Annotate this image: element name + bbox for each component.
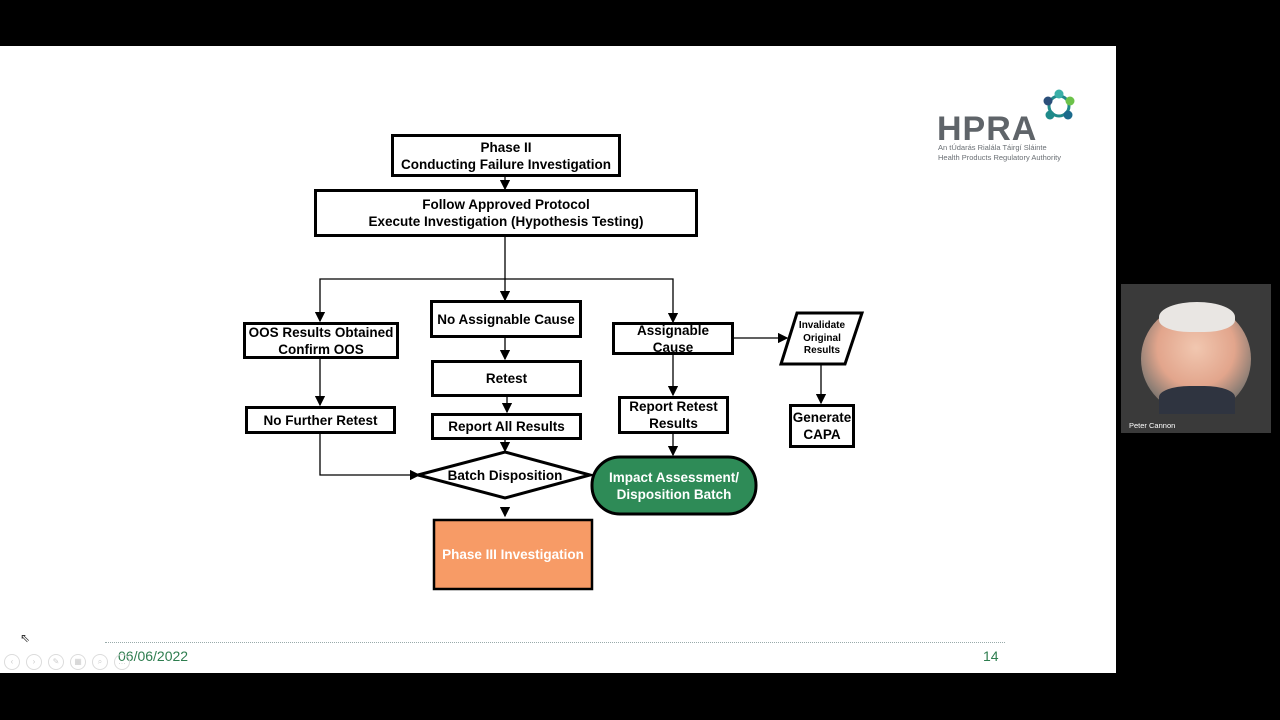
no-further-retest-box: No Further Retest [245,406,396,434]
invalidate-parallelogram [778,311,865,366]
mouse-pointer-icon: ⇖ [20,631,31,645]
flowchart-connectors [314,176,865,591]
batch-disposition-diamond [412,450,596,500]
phase2-box: Phase II Conducting Failure Investigatio… [391,134,621,177]
hpra-wordmark: HPRA [937,110,1038,148]
participant-name: Peter Cannon [1129,421,1176,430]
generate-capa-box: Generate CAPA [789,404,855,448]
next-icon[interactable]: › [26,654,42,670]
no-assignable-cause-box: No Assignable Cause [430,300,582,338]
more-icon[interactable]: … [114,654,130,670]
previous-icon[interactable]: ‹ [4,654,20,670]
footer-divider [105,642,1005,643]
slide-number: 14 [983,648,999,664]
logo-english-text: Health Products Regulatory Authority [938,153,1061,162]
molecule-icon [1043,89,1075,120]
report-all-results-box: Report All Results [431,413,582,440]
retest-box: Retest [431,360,582,397]
phase3-investigation-label: Phase III Investigation [442,547,584,562]
protocol-box: Follow Approved Protocol Execute Investi… [314,189,698,237]
impact-assessment-terminal [590,455,758,516]
hpra-logo: HPRA [937,86,1087,166]
invalidate-results-label: Invalidate Original Results [798,320,846,357]
assignable-cause-box: Assignable Cause [612,322,734,355]
logo-irish-text: An tÚdarás Rialála Táirgí Sláinte [938,143,1047,152]
phase3-box-shape [432,518,594,591]
report-retest-results-box: Report Retest Results [618,396,729,434]
oos-confirm-box: OOS Results Obtained Confirm OOS [243,322,399,359]
batch-disposition-label: Batch Disposition [447,467,563,483]
participant-hair [1159,302,1235,332]
slides-icon[interactable]: ▦ [70,654,86,670]
footer-date: 06/06/2022 [118,648,189,664]
pen-icon[interactable]: ✎ [48,654,64,670]
presenter-toolbar: ‹ › ✎ ▦ ⌕ … [4,654,130,670]
impact-assessment-label: Impact Assessment/ Disposition Batch [608,469,740,502]
participant-shirt [1159,386,1235,414]
webcam-tile[interactable]: Peter Cannon [1121,284,1271,433]
zoom-icon[interactable]: ⌕ [92,654,108,670]
presentation-slide: Phase II Conducting Failure Investigatio… [0,46,1116,673]
